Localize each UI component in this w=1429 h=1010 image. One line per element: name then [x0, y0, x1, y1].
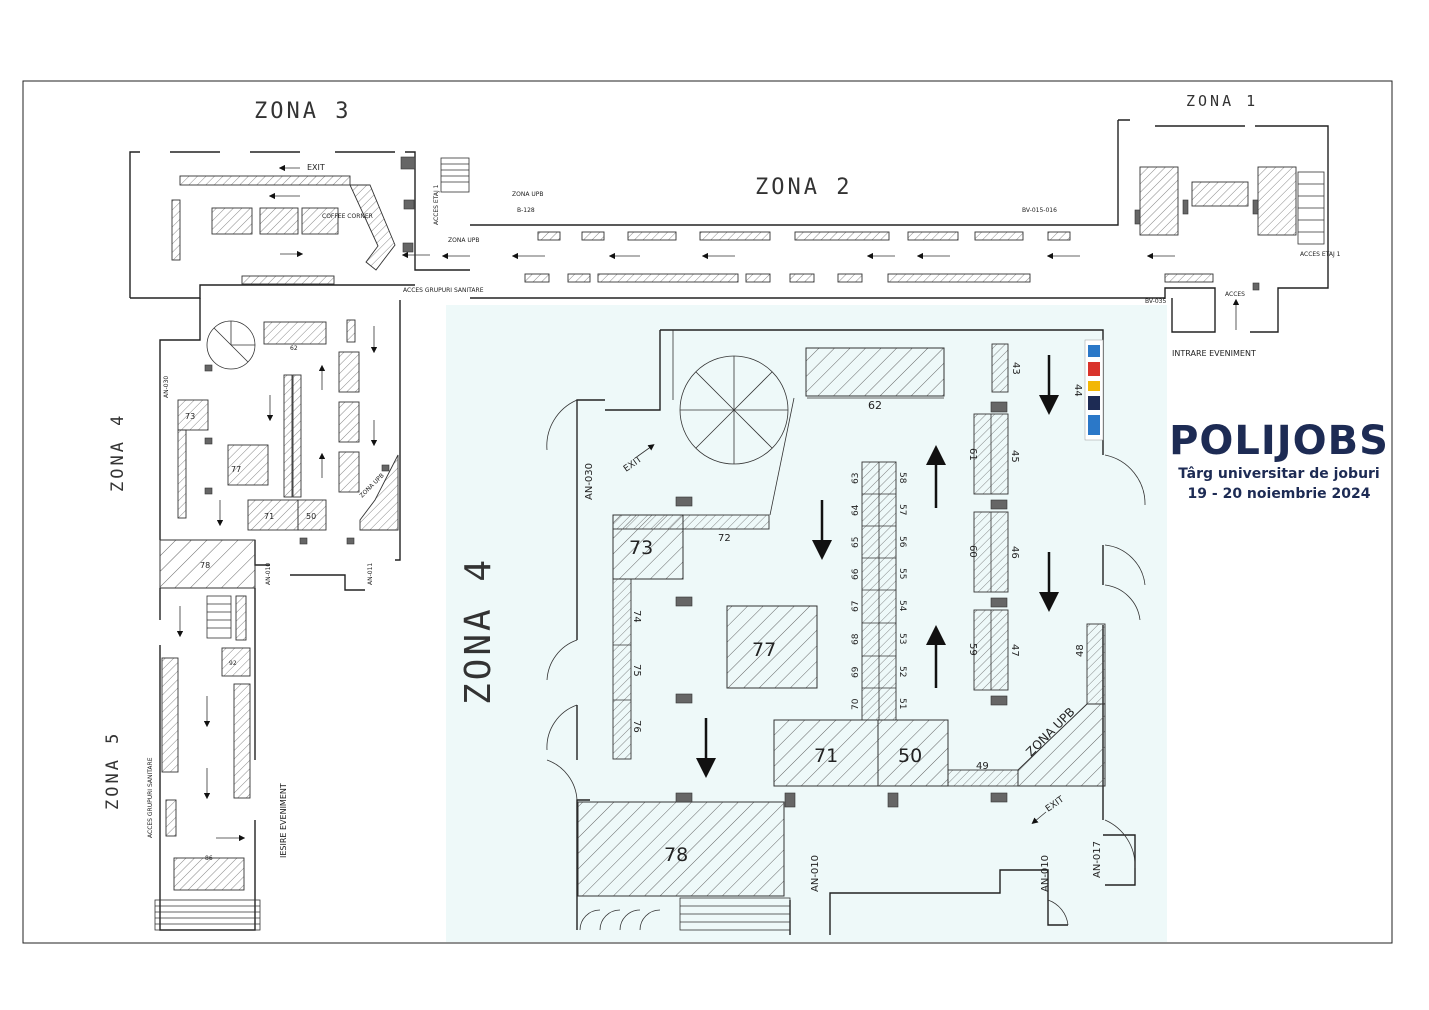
booth-49: 49 [976, 761, 989, 772]
z4o-booth-73: 73 [185, 412, 195, 421]
booth-46: 46 [1009, 546, 1020, 559]
acces-label: ACCES [1225, 291, 1245, 298]
booth-52: 52 [897, 666, 907, 677]
an-017-label: AN-017 [1092, 841, 1103, 878]
booth-76: 76 [631, 720, 642, 733]
booth-48: 48 [1075, 644, 1086, 657]
logo-tagline: Târg universitar de joburi [1178, 466, 1380, 482]
polijobs-logo: POLIJOBS Târg universitar de joburi 19 -… [1164, 418, 1394, 504]
booth-77: 77 [752, 639, 776, 661]
z1-acces-etaj1-label: ACCES ETAJ 1 [1300, 251, 1341, 258]
b128-label: B-128 [517, 207, 535, 214]
z5-booth-92: 92 [229, 660, 237, 667]
staircase-steps [680, 356, 788, 464]
z4o-booth-77: 77 [231, 465, 241, 474]
booth-54: 54 [897, 600, 907, 612]
acces-grupuri-sanitare-label: ACCES GRUPURI SANITARE [403, 287, 484, 294]
z5-booth-86: 86 [205, 855, 213, 862]
booth-63: 63 [851, 473, 861, 484]
booth-43: 43 [1010, 362, 1021, 375]
booth-74: 74 [631, 610, 642, 623]
sponsor-logo-strip [1084, 339, 1104, 441]
bv-015-016-label: BV-015-016 [1022, 207, 1057, 214]
zona5-area: 92 86 IESIRE EVENIMENT ACCES GRUPURI SAN… [147, 588, 288, 931]
booth-44: 44 [1072, 384, 1083, 397]
booth-65: 65 [851, 537, 861, 548]
zona-upb-small-label: ZONA UPB [448, 237, 479, 244]
zona1-area: ACCES ETAJ 1 ACCES INTRARE EVENIMENT [1118, 119, 1341, 358]
z4o-an030: AN-030 [163, 376, 170, 398]
booth-56: 56 [897, 536, 907, 548]
zona-upb-top-label: ZONA UPB [512, 191, 543, 198]
z5-acces-grupuri-label: ACCES GRUPURI SANITARE [147, 757, 154, 838]
booth-78: 78 [664, 844, 688, 866]
zona3-area: EXIT COFFEE CORNER ACCES ETAJ 1 ZONA UPB… [129, 151, 484, 299]
booth-68: 68 [851, 633, 861, 645]
booth-69: 69 [851, 666, 861, 678]
booth-70: 70 [851, 698, 861, 710]
zona5-label: ZONA 5 [103, 731, 123, 810]
z1-stairs [1297, 171, 1325, 245]
booth-66: 66 [851, 568, 861, 580]
booth-57: 57 [897, 504, 907, 515]
booth-73: 73 [629, 537, 653, 559]
booth-45: 45 [1009, 450, 1020, 463]
booth-51: 51 [897, 698, 907, 709]
zona4-detail-label: ZONA 4 [458, 557, 499, 705]
booth-64: 64 [851, 504, 861, 516]
booth-59: 59 [967, 643, 978, 656]
booth-71: 71 [814, 745, 838, 767]
logo-brand: POLIJOBS [1169, 418, 1389, 464]
map-frame [22, 80, 1393, 944]
booth-58: 58 [897, 472, 907, 484]
zona2-area: B-128 BV-015-016 ZONA UPB BV-035 [441, 120, 1166, 305]
booth-55: 55 [897, 568, 907, 579]
an-010-b-label: AN-010 [1040, 855, 1051, 892]
booth-62: 62 [868, 399, 882, 412]
zona4-label: ZONA 4 [108, 413, 128, 492]
iesire-eveniment-label: IESIRE EVENIMENT [279, 783, 288, 858]
an-030-label: AN-030 [584, 463, 595, 500]
zona1-label: ZONA 1 [1186, 92, 1258, 110]
booth-75: 75 [631, 664, 642, 677]
z4o-booth-78: 78 [200, 561, 210, 570]
z4o-booth-62: 62 [290, 345, 298, 352]
z3-exit-label: EXIT [307, 163, 325, 172]
booth-47: 47 [1009, 644, 1020, 657]
zona3-label: ZONA 3 [254, 99, 351, 124]
zona2-label: ZONA 2 [755, 175, 852, 200]
z4o-an011: AN-011 [367, 563, 374, 585]
z4o-an010: AN-010 [265, 563, 272, 585]
z3-stairs [440, 157, 470, 193]
z4o-booth-50: 50 [306, 512, 316, 521]
booth-50: 50 [898, 745, 922, 767]
coffee-corner-label: COFFEE CORNER [322, 213, 373, 220]
detail-stairs [679, 897, 791, 931]
z4o-booth-71: 71 [264, 512, 274, 521]
bv-035-label: BV-035 [1145, 298, 1166, 305]
an-010-label: AN-010 [810, 855, 821, 892]
booth-67: 67 [851, 601, 861, 612]
zona4-overview-area: 77 73 62 71 50 78 AN-030 AN-010 AN-011 Z… [159, 298, 401, 591]
logo-dates: 19 - 20 noiembrie 2024 [1187, 486, 1371, 502]
booth-61: 61 [967, 448, 978, 461]
booth-60: 60 [967, 545, 978, 558]
booth-72: 72 [718, 533, 731, 544]
acces-etaj1-label: ACCES ETAJ 1 [433, 184, 440, 225]
intrare-eveniment-label: INTRARE EVENIMENT [1172, 349, 1256, 358]
booth-53: 53 [897, 633, 907, 644]
